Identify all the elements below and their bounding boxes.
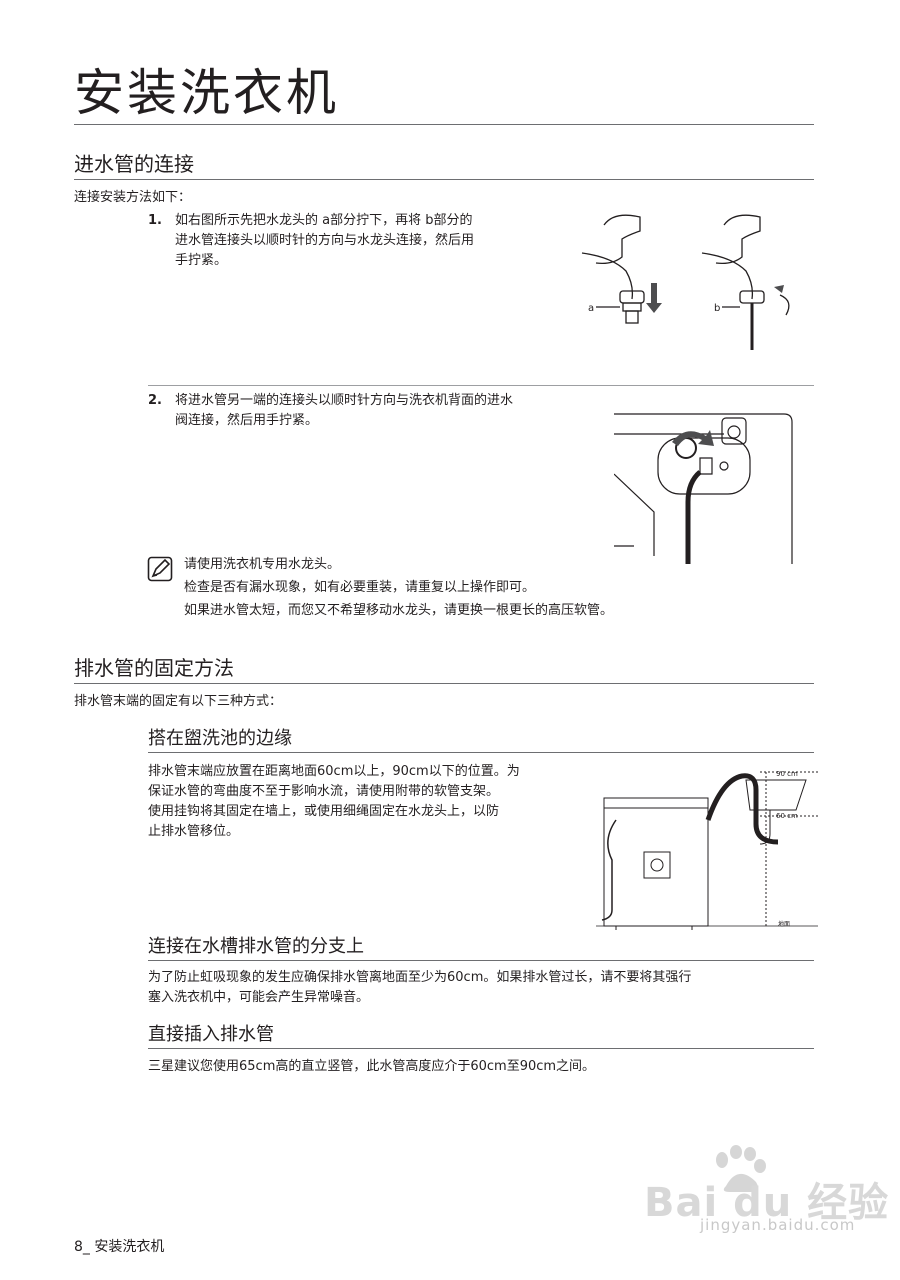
page-footer: 8_ 安装洗衣机 — [74, 1239, 165, 1255]
tap-connection-figure: a b — [581, 214, 790, 350]
subheading-direct-insert: 直接插入排水管 — [148, 1024, 274, 1045]
drain-intro: 排水管末端的固定有以下三种方式： — [74, 694, 283, 709]
step-2-number: 2. — [148, 393, 162, 408]
direct-insert-line: 三星建议您使用65cm高的直立竖管，此水管高度应介于60cm至90cm之间。 — [148, 1059, 596, 1074]
sink-edge-line: 保证水管的弯曲度不至于影响水流，请使用附带的软管支架。 — [148, 784, 500, 799]
baidu-paw-icon — [716, 1145, 766, 1192]
clockwise-arrow-icon — [672, 430, 714, 446]
drain-branch-line: 为了防止虹吸现象的发生应确保排水管离地面至少为60cm。如果排水管过长，请不要将… — [148, 970, 692, 985]
tap-a-spout — [581, 252, 634, 300]
washer-back-inlet-figure — [614, 413, 793, 564]
step-divider — [148, 385, 814, 386]
note-line: 检查是否有漏水现象，如有必要重装，请重复以上操作即可。 — [184, 580, 536, 595]
drain-branch-line: 塞入洗衣机中，可能会产生异常噪音。 — [148, 990, 370, 1005]
drain-branch-text: 为了防止虹吸现象的发生应确保排水管离地面至少为60cm。如果排水管过长，请不要将… — [148, 968, 691, 1008]
section-divider-inlet — [74, 179, 814, 180]
drain-hose-sink-figure: 90 cm 60 cm 地面 — [596, 770, 818, 930]
step-1-line: 如右图所示先把水龙头的 a部分拧下，再将 b部分的 — [175, 213, 473, 228]
sink-basin — [745, 779, 807, 811]
step-2-text: 将进水管另一端的连接头以顺时针方向与洗衣机背面的进水 阀连接，然后用手拧紧。 — [175, 391, 513, 431]
sink-edge-line: 止排水管移位。 — [148, 824, 240, 839]
step-1-text: 如右图所示先把水龙头的 a部分拧下，再将 b部分的 进水管连接头以顺时针的方向与… — [175, 211, 474, 271]
step-1-line: 进水管连接头以顺时针的方向与水龙头连接，然后用 — [175, 233, 475, 248]
sink-edge-line: 使用挂钩将其固定在墙上，或使用细绳固定在水龙头上，以防 — [148, 804, 500, 819]
step-2-line: 将进水管另一端的连接头以顺时针方向与洗衣机背面的进水 — [175, 393, 514, 408]
direct-insert-text: 三星建议您使用65cm高的直立竖管，此水管高度应介于60cm至90cm之间。 — [148, 1057, 595, 1077]
figure-label-a: a — [588, 303, 594, 314]
subsection-divider — [148, 960, 814, 961]
step-2-line: 阀连接，然后用手拧紧。 — [175, 413, 319, 428]
page-title: 安装洗衣机 — [74, 64, 339, 122]
section-heading-inlet: 进水管的连接 — [74, 152, 194, 176]
washer-body — [603, 797, 709, 927]
step-1-number: 1. — [148, 213, 162, 228]
subsection-divider — [148, 1048, 814, 1049]
inlet-hose — [685, 470, 702, 564]
step-1-line: 手拧紧。 — [175, 253, 228, 268]
figure-label-b: b — [714, 303, 720, 314]
section-heading-drain: 排水管的固定方法 — [74, 656, 234, 680]
tap-a-handle — [595, 214, 641, 265]
sink-edge-line: 排水管末端应放置在距离地面60cm以上，90cm以下的位置。为 — [148, 764, 520, 779]
label-floor: 地面 — [778, 920, 790, 928]
subheading-sink-edge: 搭在盥洗池的边缘 — [148, 728, 292, 749]
title-divider — [74, 124, 814, 125]
note-pencil-icon — [147, 556, 173, 582]
watermark-url: jingyan.baidu.com — [700, 1216, 856, 1234]
subsection-divider — [148, 752, 814, 753]
section-divider-drain — [74, 683, 814, 684]
sink-edge-text: 排水管末端应放置在距离地面60cm以上，90cm以下的位置。为 保证水管的弯曲度… — [148, 762, 520, 842]
rotate-arrow-icon — [774, 285, 784, 293]
tap-b-spout — [701, 252, 754, 300]
subheading-drain-branch: 连接在水槽排水管的分支上 — [148, 936, 364, 957]
washer-outline — [614, 413, 793, 564]
note-line: 如果进水管太短，而您又不希望移动水龙头，请更换一根更长的高压软管。 — [184, 603, 614, 618]
inlet-valve-recess — [657, 437, 751, 495]
label-60cm: 60 cm — [776, 812, 798, 820]
tap-b-handle — [715, 214, 761, 265]
watermark-brand: Bai du 经验 — [644, 1180, 890, 1226]
drain-hose — [705, 773, 779, 845]
note-line: 请使用洗衣机专用水龙头。 — [184, 557, 341, 572]
label-90cm: 90 cm — [776, 770, 798, 778]
inlet-intro: 连接安装方法如下： — [74, 190, 192, 205]
arrow-down-icon — [646, 283, 662, 313]
